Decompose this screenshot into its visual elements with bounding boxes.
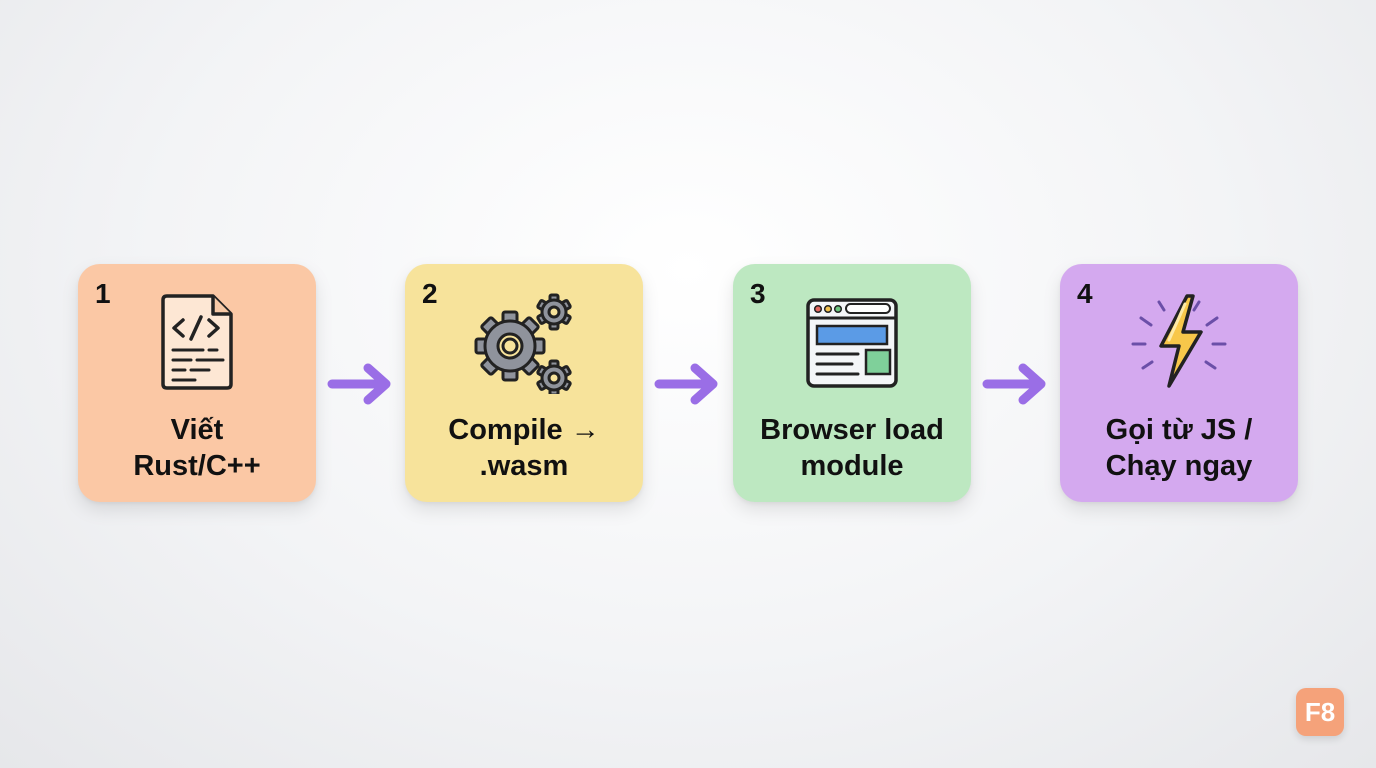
gears-icon — [474, 288, 574, 394]
step-card-compile: 2 — [405, 264, 643, 502]
step-number: 4 — [1077, 278, 1093, 309]
step-card-browser-load: 3 Browser load module — [733, 264, 971, 502]
brand-logo: F8 — [1296, 688, 1344, 736]
arrow-right-icon — [326, 358, 394, 410]
step-label: Compile → .wasm — [448, 414, 600, 482]
arrow-right-icon — [653, 358, 721, 410]
step-number: 1 — [95, 278, 111, 309]
step-card-run: 4 Gọi từ JS / Chạy ngay — [1060, 264, 1298, 502]
step-number: 3 — [750, 278, 766, 309]
step-label: Gọi từ JS / Chạy ngay — [1105, 414, 1253, 482]
step-label: Viết Rust/C++ — [133, 414, 261, 482]
browser-window-icon — [802, 288, 902, 394]
lightning-bolt-icon — [1129, 288, 1229, 394]
step-card-write-code: 1 Viết Rust/C++ — [78, 264, 316, 502]
step-number: 2 — [422, 278, 438, 309]
code-file-icon — [147, 288, 247, 394]
step-label: Browser load module — [760, 414, 944, 482]
arrow-right-icon — [981, 358, 1049, 410]
